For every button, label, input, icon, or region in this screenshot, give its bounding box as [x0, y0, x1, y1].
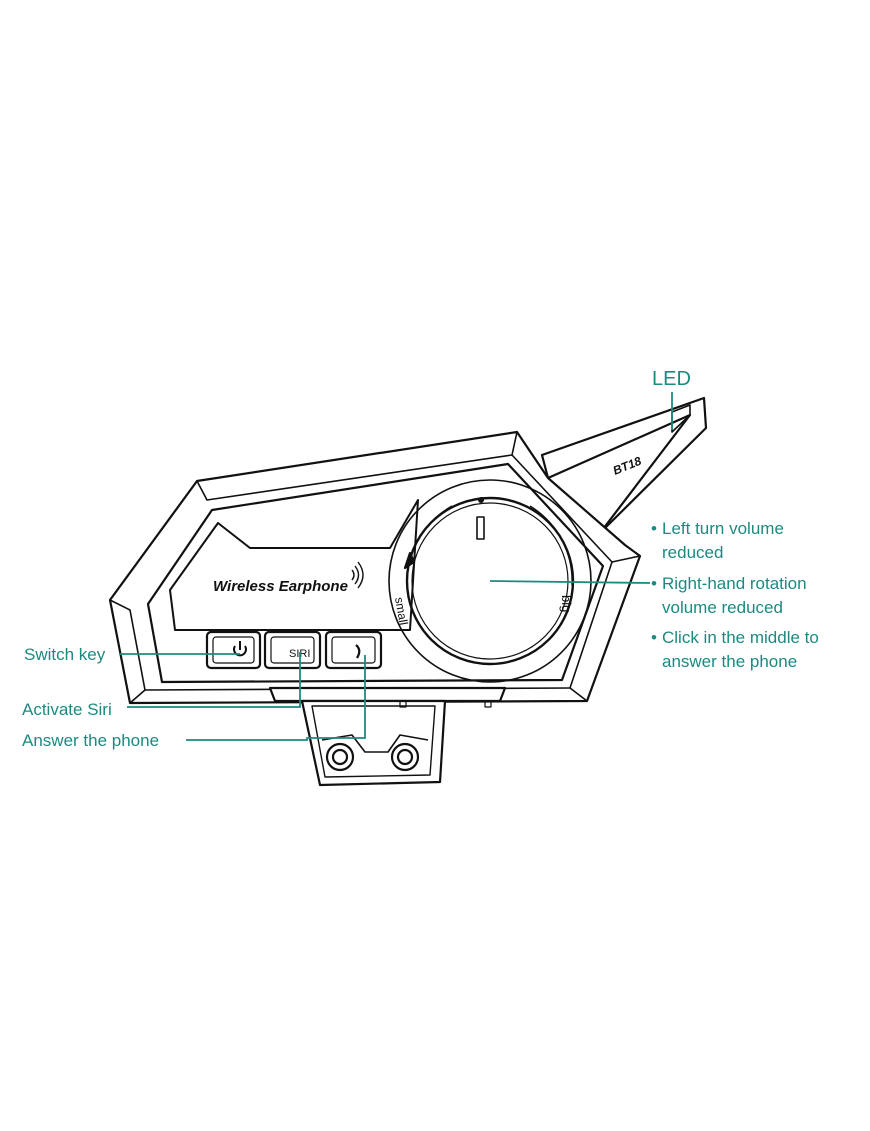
volume-dial-ring — [388, 479, 592, 683]
brand-text: Wireless Earphone — [213, 578, 348, 595]
power-button[interactable] — [205, 630, 262, 670]
note-right-rotation: Right-hand rotation volume reduced — [651, 572, 807, 620]
power-icon — [233, 645, 247, 657]
switch-key-label: Switch key — [24, 645, 106, 664]
note-click-middle: Click in the middle to answer the phone — [651, 626, 819, 674]
mounting-bracket — [268, 686, 507, 787]
wireless-signal-icon — [351, 561, 364, 589]
note-left-turn: Left turn volume reduced — [651, 517, 784, 565]
note-line: reduced — [662, 543, 724, 562]
led-label: LED — [652, 368, 691, 390]
note-line: answer the phone — [662, 652, 798, 671]
label-panel — [169, 499, 419, 631]
answer-phone-label: Answer the phone — [22, 731, 160, 750]
inner-frame — [146, 462, 605, 684]
answer-button[interactable] — [324, 630, 383, 670]
note-line: volume reduced — [662, 598, 783, 617]
note-line: Click in the middle to — [662, 628, 819, 647]
note-line: Right-hand rotation — [662, 574, 807, 593]
dial-big-label: big — [559, 595, 574, 612]
note-line: Left turn volume — [662, 519, 784, 538]
volume-dial — [405, 496, 575, 666]
activate-siri-label: Activate Siri — [22, 700, 112, 719]
leader-lines — [119, 392, 673, 741]
dial-small-label: small — [392, 596, 411, 626]
phone-icon — [355, 644, 361, 659]
siri-button[interactable] — [263, 630, 322, 670]
